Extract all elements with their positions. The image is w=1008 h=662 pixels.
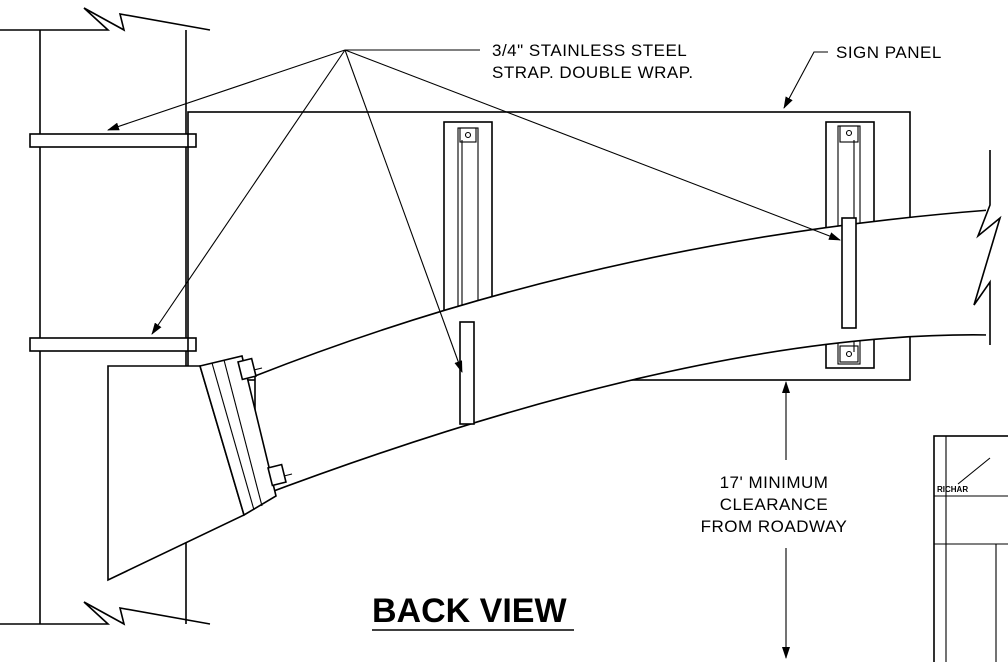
- arm-end-flange: [107, 355, 293, 582]
- mast-arm: [254, 150, 1008, 500]
- view-title: BACK VIEW: [372, 592, 567, 630]
- inset-label: RICHAR: [937, 485, 968, 494]
- sign-panel-callout: SIGN PANEL: [836, 43, 942, 62]
- clearance-line1: 17' MINIMUM: [720, 473, 829, 492]
- clearance-line3: FROM ROADWAY: [701, 517, 848, 536]
- strap-callout-line2: STRAP. DOUBLE WRAP.: [492, 63, 694, 82]
- strap-leaders: [107, 49, 841, 373]
- strap-callout-line1: 3/4" STAINLESS STEEL: [492, 41, 687, 60]
- sign-panel-leader: [783, 51, 828, 109]
- inset-detail: RICHAR: [933, 435, 1008, 662]
- arm-strap-left: [459, 321, 475, 425]
- pole: [0, 7, 211, 626]
- clearance-line2: CLEARANCE: [720, 495, 828, 514]
- pole-strap-upper: [29, 133, 197, 148]
- pole-strap-lower: [29, 337, 197, 352]
- arm-strap-right: [841, 217, 857, 329]
